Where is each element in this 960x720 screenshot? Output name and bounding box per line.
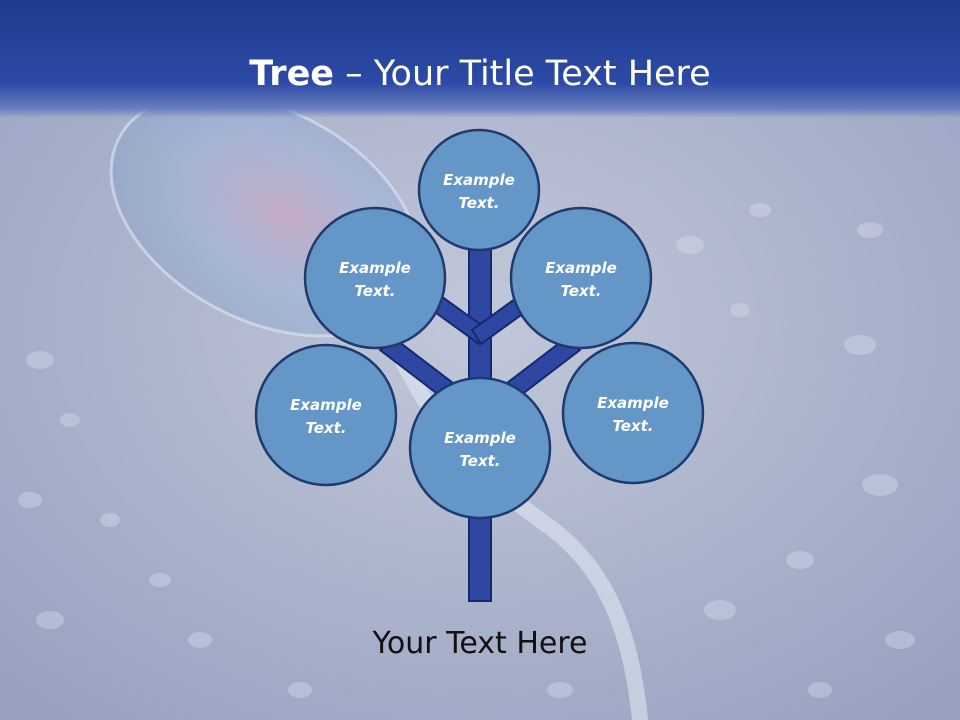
node-label: Example <box>597 394 669 412</box>
caption-text: Your Text Here <box>372 626 588 661</box>
tree-node-lower-right: Example Text. <box>561 341 705 485</box>
title-dash: – <box>334 54 374 94</box>
tree-node-lower-left: Example Text. <box>254 343 398 487</box>
node-label: Example <box>290 396 362 414</box>
node-label: Example <box>339 259 411 277</box>
title-rest: Your Title Text Here <box>373 54 711 94</box>
node-label: Example <box>444 429 516 447</box>
title-bold: Tree <box>249 54 335 94</box>
node-label: Text. <box>612 417 653 435</box>
tree-node-upper-left: Example Text. <box>303 206 447 350</box>
title-bar <box>0 0 960 118</box>
node-label: Text. <box>459 452 500 470</box>
slide-title: Tree – Your Title Text Here <box>0 52 960 96</box>
node-label: Text. <box>305 419 346 437</box>
node-label: Text. <box>560 282 601 300</box>
node-label: Text. <box>458 194 499 212</box>
tree-node-top: Example Text. <box>417 128 541 252</box>
tree-node-upper-right: Example Text. <box>509 206 653 350</box>
tree-node-center: Example Text. <box>408 376 552 520</box>
node-label: Text. <box>354 282 395 300</box>
node-label: Example <box>443 171 515 189</box>
node-label: Example <box>545 259 617 277</box>
